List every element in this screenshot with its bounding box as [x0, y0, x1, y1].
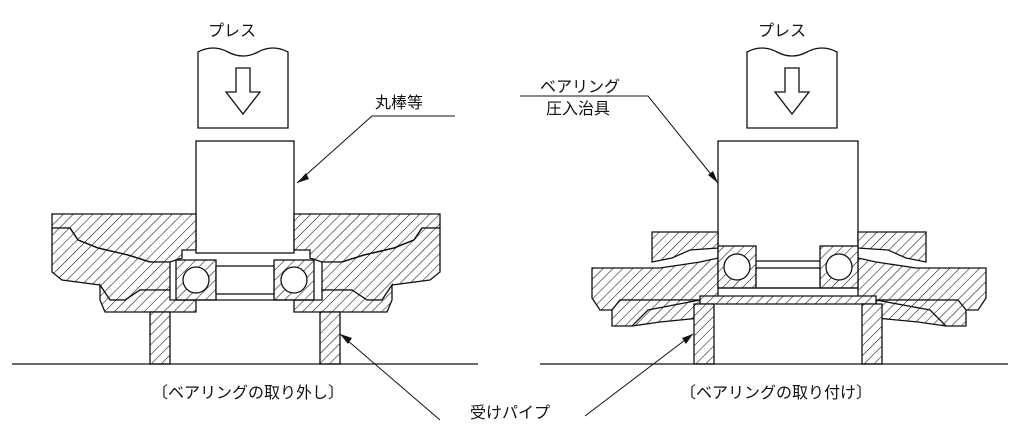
- round-bar-label: 丸棒等: [375, 93, 423, 112]
- jig-leader: [520, 95, 719, 184]
- caption-removal: 〔ベアリングの取り外し〕: [152, 383, 344, 402]
- down-arrow-icon: [224, 67, 262, 116]
- press-fit-jig: [717, 140, 859, 262]
- press-label-right: プレス: [758, 21, 806, 40]
- round-bar-leader: [296, 115, 455, 184]
- removal-figure: プレス 丸棒等: [12, 21, 478, 402]
- bearing-left: [175, 259, 315, 301]
- round-bar: [195, 140, 295, 254]
- bearing-right: [717, 245, 859, 289]
- press-ram-right: [746, 47, 838, 129]
- down-arrow-icon: [773, 67, 811, 116]
- caption-installation: 〔ベアリングの取り付け〕: [680, 383, 872, 402]
- pipe-label-group: 受けパイプ: [339, 333, 694, 422]
- jig-label-line2: 圧入治具: [546, 99, 610, 118]
- press-label-left: プレス: [208, 21, 256, 40]
- installation-figure: プレス ベアリング 圧入治具: [520, 21, 1008, 402]
- press-ram-left: [197, 47, 289, 129]
- jig-label-line1: ベアリング: [540, 77, 620, 96]
- support-pipe-left: [149, 311, 341, 365]
- pipe-label: 受けパイプ: [470, 403, 550, 422]
- hub-housing-right: [591, 231, 987, 327]
- support-pipe-right: [693, 303, 883, 365]
- hub-housing-left: [51, 213, 441, 313]
